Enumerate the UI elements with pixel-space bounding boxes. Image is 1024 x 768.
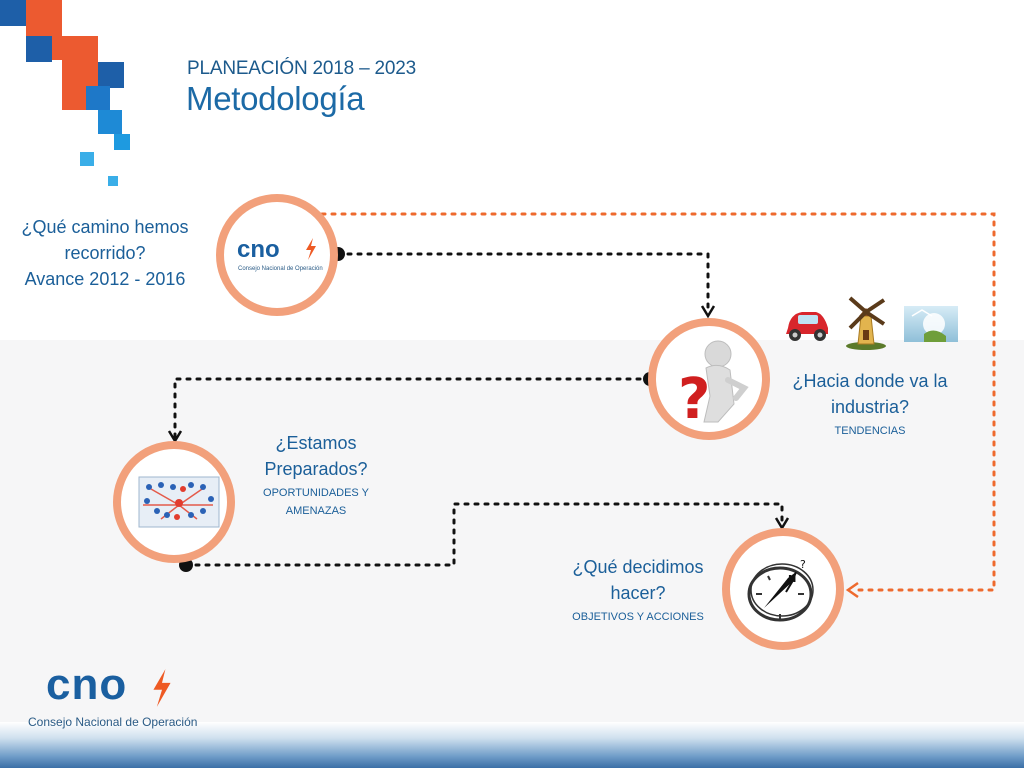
step-1-line-3: Avance 2012 - 2016 bbox=[24, 269, 186, 289]
step-3-sub-1: OPORTUNIDADES Y bbox=[263, 487, 369, 499]
cno-logo-small: cno bbox=[237, 236, 280, 263]
step-2-sub: TENDENCIAS bbox=[834, 425, 906, 437]
step-3-circle bbox=[113, 441, 235, 563]
step-4-line-2: hacer? bbox=[610, 583, 666, 603]
step-1-circle: cno Consejo Nacional de Operación bbox=[216, 194, 338, 316]
cno-caption-small: Consejo Nacional de Operación bbox=[238, 266, 323, 272]
step-4-label: ¿Qué decidimos hacer? OBJETIVOS Y ACCION… bbox=[548, 554, 728, 626]
connector-orange-loop bbox=[320, 212, 996, 592]
arrowhead-black-1 bbox=[700, 305, 716, 319]
arrowhead-orange bbox=[845, 581, 859, 599]
cno-logo-word: cno bbox=[46, 660, 128, 709]
page-title: Metodología bbox=[186, 80, 365, 117]
network-people-icon bbox=[138, 476, 220, 528]
cno-logo-caption: Consejo Nacional de Operación bbox=[28, 715, 198, 729]
step-3-label: ¿Estamos Preparados? OPORTUNIDADES Y AME… bbox=[236, 430, 396, 520]
step-1-label: ¿Qué camino hemos recorrido? Avance 2012… bbox=[6, 214, 204, 292]
step-2-line-1: ¿Hacia donde va la bbox=[792, 371, 948, 391]
question-person-icon: ? bbox=[678, 340, 749, 432]
step-2-line-2: industria? bbox=[830, 397, 910, 417]
svg-text:N: N bbox=[788, 574, 796, 585]
step-4-line-1: ¿Qué decidimos bbox=[572, 557, 704, 577]
step-3-line-1: ¿Estamos bbox=[275, 433, 357, 453]
car-icon bbox=[786, 312, 828, 341]
step-1-line-2: recorrido? bbox=[64, 243, 146, 263]
connector-black-1 bbox=[346, 252, 710, 316]
step-3-line-2: Preparados? bbox=[264, 459, 368, 479]
footer-gradient-bar bbox=[0, 722, 1024, 768]
globe-icon bbox=[904, 306, 958, 342]
windmill-icon bbox=[846, 296, 886, 350]
step-2-label: ¿Hacia donde va la industria? TENDENCIAS bbox=[768, 368, 972, 440]
step-4-circle: N ? bbox=[722, 528, 844, 650]
lightning-icon-large bbox=[153, 669, 171, 707]
lightning-icon bbox=[306, 238, 316, 260]
compass-icon: N ? bbox=[747, 558, 814, 622]
connector-black-2 bbox=[173, 377, 642, 440]
step-4-sub: OBJETIVOS Y ACCIONES bbox=[572, 611, 704, 623]
connector-black-3 bbox=[194, 502, 784, 567]
step-3-sub-2: AMENAZAS bbox=[285, 505, 347, 517]
step-2-circle: ? bbox=[648, 318, 770, 440]
svg-text:?: ? bbox=[800, 558, 806, 571]
step-1-line-1: ¿Qué camino hemos bbox=[21, 217, 189, 237]
header-subtitle: PLANEACIÓN 2018 – 2023 bbox=[187, 58, 417, 79]
svg-text:?: ? bbox=[678, 367, 710, 432]
